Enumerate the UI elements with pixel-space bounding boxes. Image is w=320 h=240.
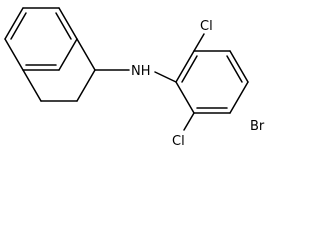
benzo-ring — [4, 7, 78, 71]
atom-label-cl-top: Cl — [200, 19, 213, 34]
bond — [175, 50, 195, 83]
double-bond-inner — [181, 55, 198, 83]
double-bond-inner — [10, 12, 27, 40]
bond — [175, 81, 195, 114]
bond — [58, 7, 78, 40]
bond — [229, 50, 249, 83]
double-bond-inner — [226, 55, 243, 83]
bond — [76, 38, 96, 71]
bond — [229, 81, 249, 114]
chemical-structure: NH Cl Cl Br — [4, 7, 265, 149]
bond — [4, 38, 24, 71]
bond-n-aryl — [154, 71, 177, 83]
bond-cl-top — [193, 33, 205, 52]
bond — [4, 7, 24, 40]
atom-label-cl-bottom: Cl — [172, 134, 185, 149]
final-structure-overlay: NH Cl Cl Br — [4, 7, 265, 149]
saturated-ring — [22, 38, 96, 102]
bond-cl-bottom — [183, 112, 195, 131]
atom-label-br: Br — [250, 119, 265, 134]
bond — [58, 38, 78, 71]
double-bond-inner — [55, 12, 72, 40]
bond — [22, 69, 42, 102]
aryl-ring — [175, 50, 249, 114]
bond — [76, 69, 96, 102]
atom-label-nh: NH — [131, 64, 151, 79]
